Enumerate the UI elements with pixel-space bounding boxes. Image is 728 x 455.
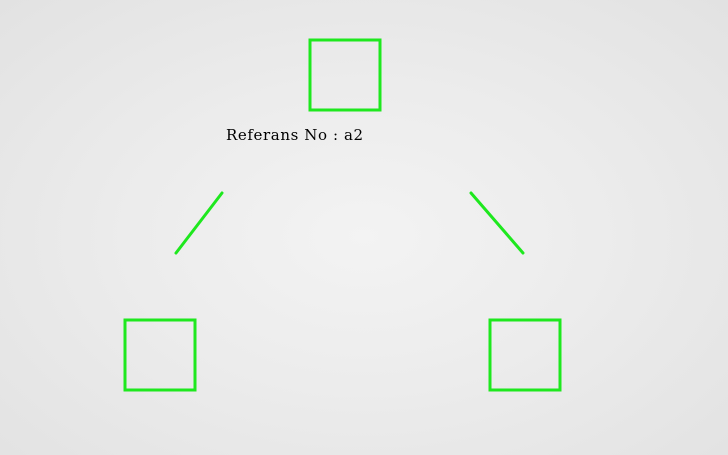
reference-number-label: Referans No : a2 xyxy=(226,126,364,144)
bottom-right-node-box[interactable] xyxy=(488,318,562,392)
bottom-left-node-box[interactable] xyxy=(123,318,197,392)
right-connector-line xyxy=(469,191,525,255)
left-connector-line xyxy=(174,191,224,255)
top-node-box[interactable] xyxy=(308,38,382,112)
